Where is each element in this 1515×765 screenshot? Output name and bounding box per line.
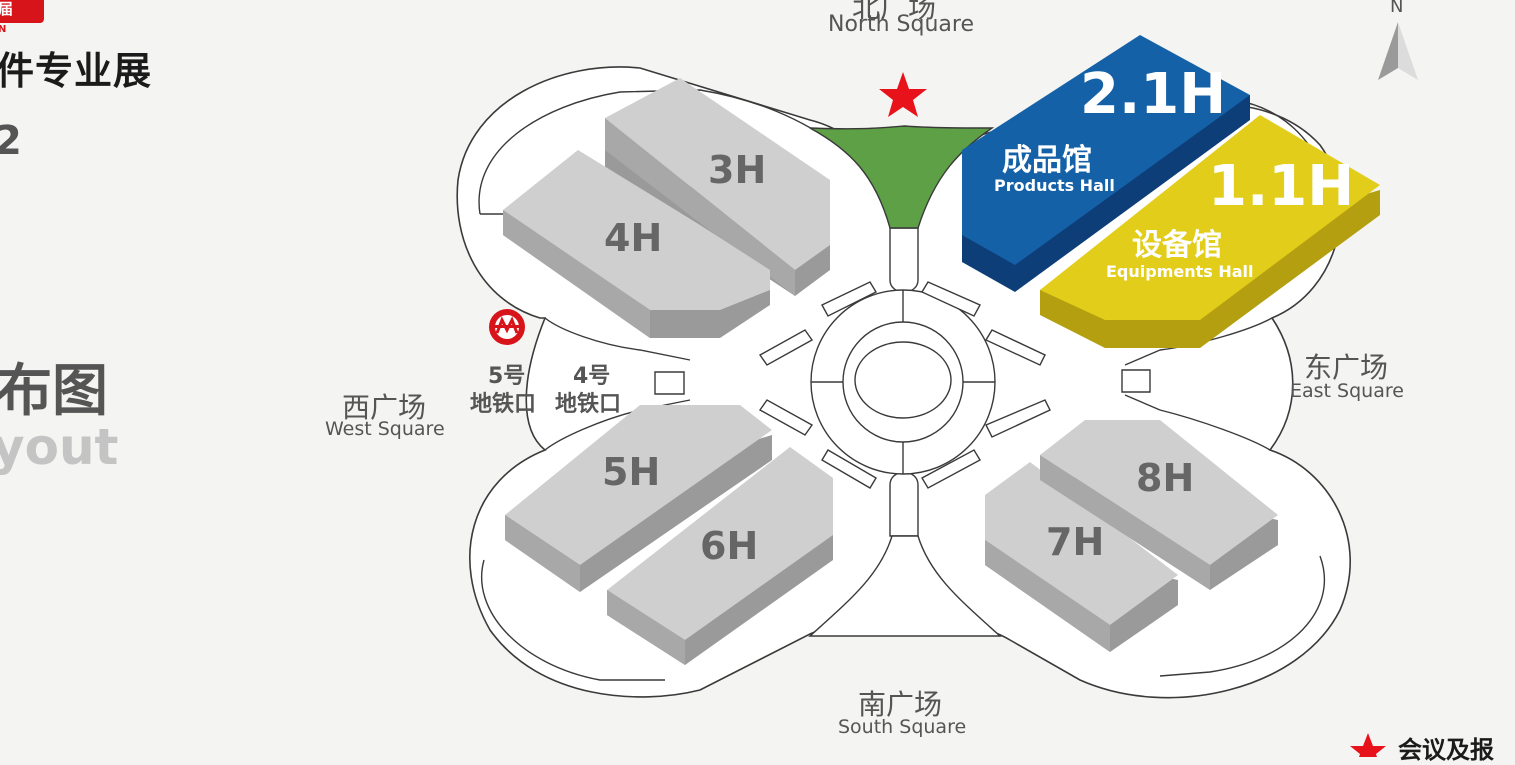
metro-line4-exit: 地铁口	[555, 386, 621, 418]
hall-5h-label: 5H	[602, 450, 660, 494]
layout-title-cn: 布图	[0, 346, 108, 427]
edition-badge-sub: N	[0, 24, 6, 35]
hall-3h-label: 3H	[708, 148, 766, 192]
title-fragment: 2	[0, 118, 22, 164]
metro-line5-exit: 地铁口	[470, 386, 536, 418]
equipments-hall-cn: 设备馆	[1132, 220, 1222, 264]
north-square-label-en: North Square	[828, 12, 974, 37]
metro-icon	[489, 309, 525, 345]
hall-6h-label: 6H	[700, 524, 758, 568]
east-square-label-en: East Square	[1290, 380, 1404, 402]
meeting-star-icon	[879, 72, 927, 117]
layout-title-en: yout	[0, 418, 118, 476]
compass-arrow-icon	[1378, 22, 1418, 80]
products-hall-cn: 成品馆	[1002, 135, 1092, 179]
compass-north-label: N	[1390, 0, 1403, 17]
legend-star-icon	[1350, 733, 1386, 757]
hall-8h-label: 8H	[1136, 456, 1194, 500]
equipments-hall-en: Equipments Hall	[1106, 262, 1254, 281]
hall-4h-label: 4H	[604, 216, 662, 260]
south-square-label-en: South Square	[838, 716, 966, 738]
hall-7h-label: 7H	[1046, 520, 1104, 564]
products-hall-en: Products Hall	[994, 176, 1115, 195]
edition-badge: 届	[0, 0, 44, 23]
legend-meeting-label: 会议及报	[1398, 730, 1494, 765]
exhibition-title: 件专业展	[0, 40, 152, 95]
products-hall-code: 2.1H	[1080, 62, 1226, 127]
equipments-hall-code: 1.1H	[1208, 154, 1354, 219]
west-square-label-en: West Square	[325, 418, 445, 440]
